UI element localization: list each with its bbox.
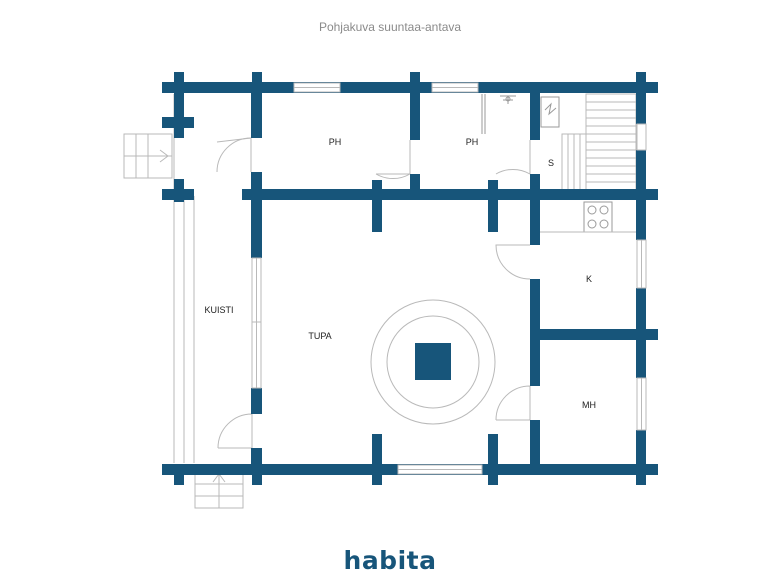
room-label-ph-left: PH <box>329 137 342 147</box>
porch-steps-bottom <box>194 473 244 509</box>
room-label-living: TUPA <box>308 331 331 341</box>
room-label-bedroom: MH <box>582 400 596 410</box>
sauna-bench-icon <box>561 93 637 191</box>
windows <box>251 82 647 475</box>
porch-outline <box>173 94 195 463</box>
fireplace-icon <box>370 299 496 425</box>
room-label-kitchen: K <box>586 274 592 284</box>
stove-icon <box>540 201 636 233</box>
room-label-ph-right: PH <box>466 137 479 147</box>
habita-logo: habita <box>343 546 437 575</box>
room-label-porch: KUISTI <box>204 305 233 315</box>
room-label-sauna: S <box>548 158 554 168</box>
porch-steps-left <box>123 133 173 179</box>
door-swing-icon <box>216 137 531 449</box>
sauna-stove-icon <box>540 96 560 128</box>
plan-disclaimer: Pohjakuva suuntaa-antava <box>318 20 462 34</box>
shower-icon <box>481 94 516 134</box>
